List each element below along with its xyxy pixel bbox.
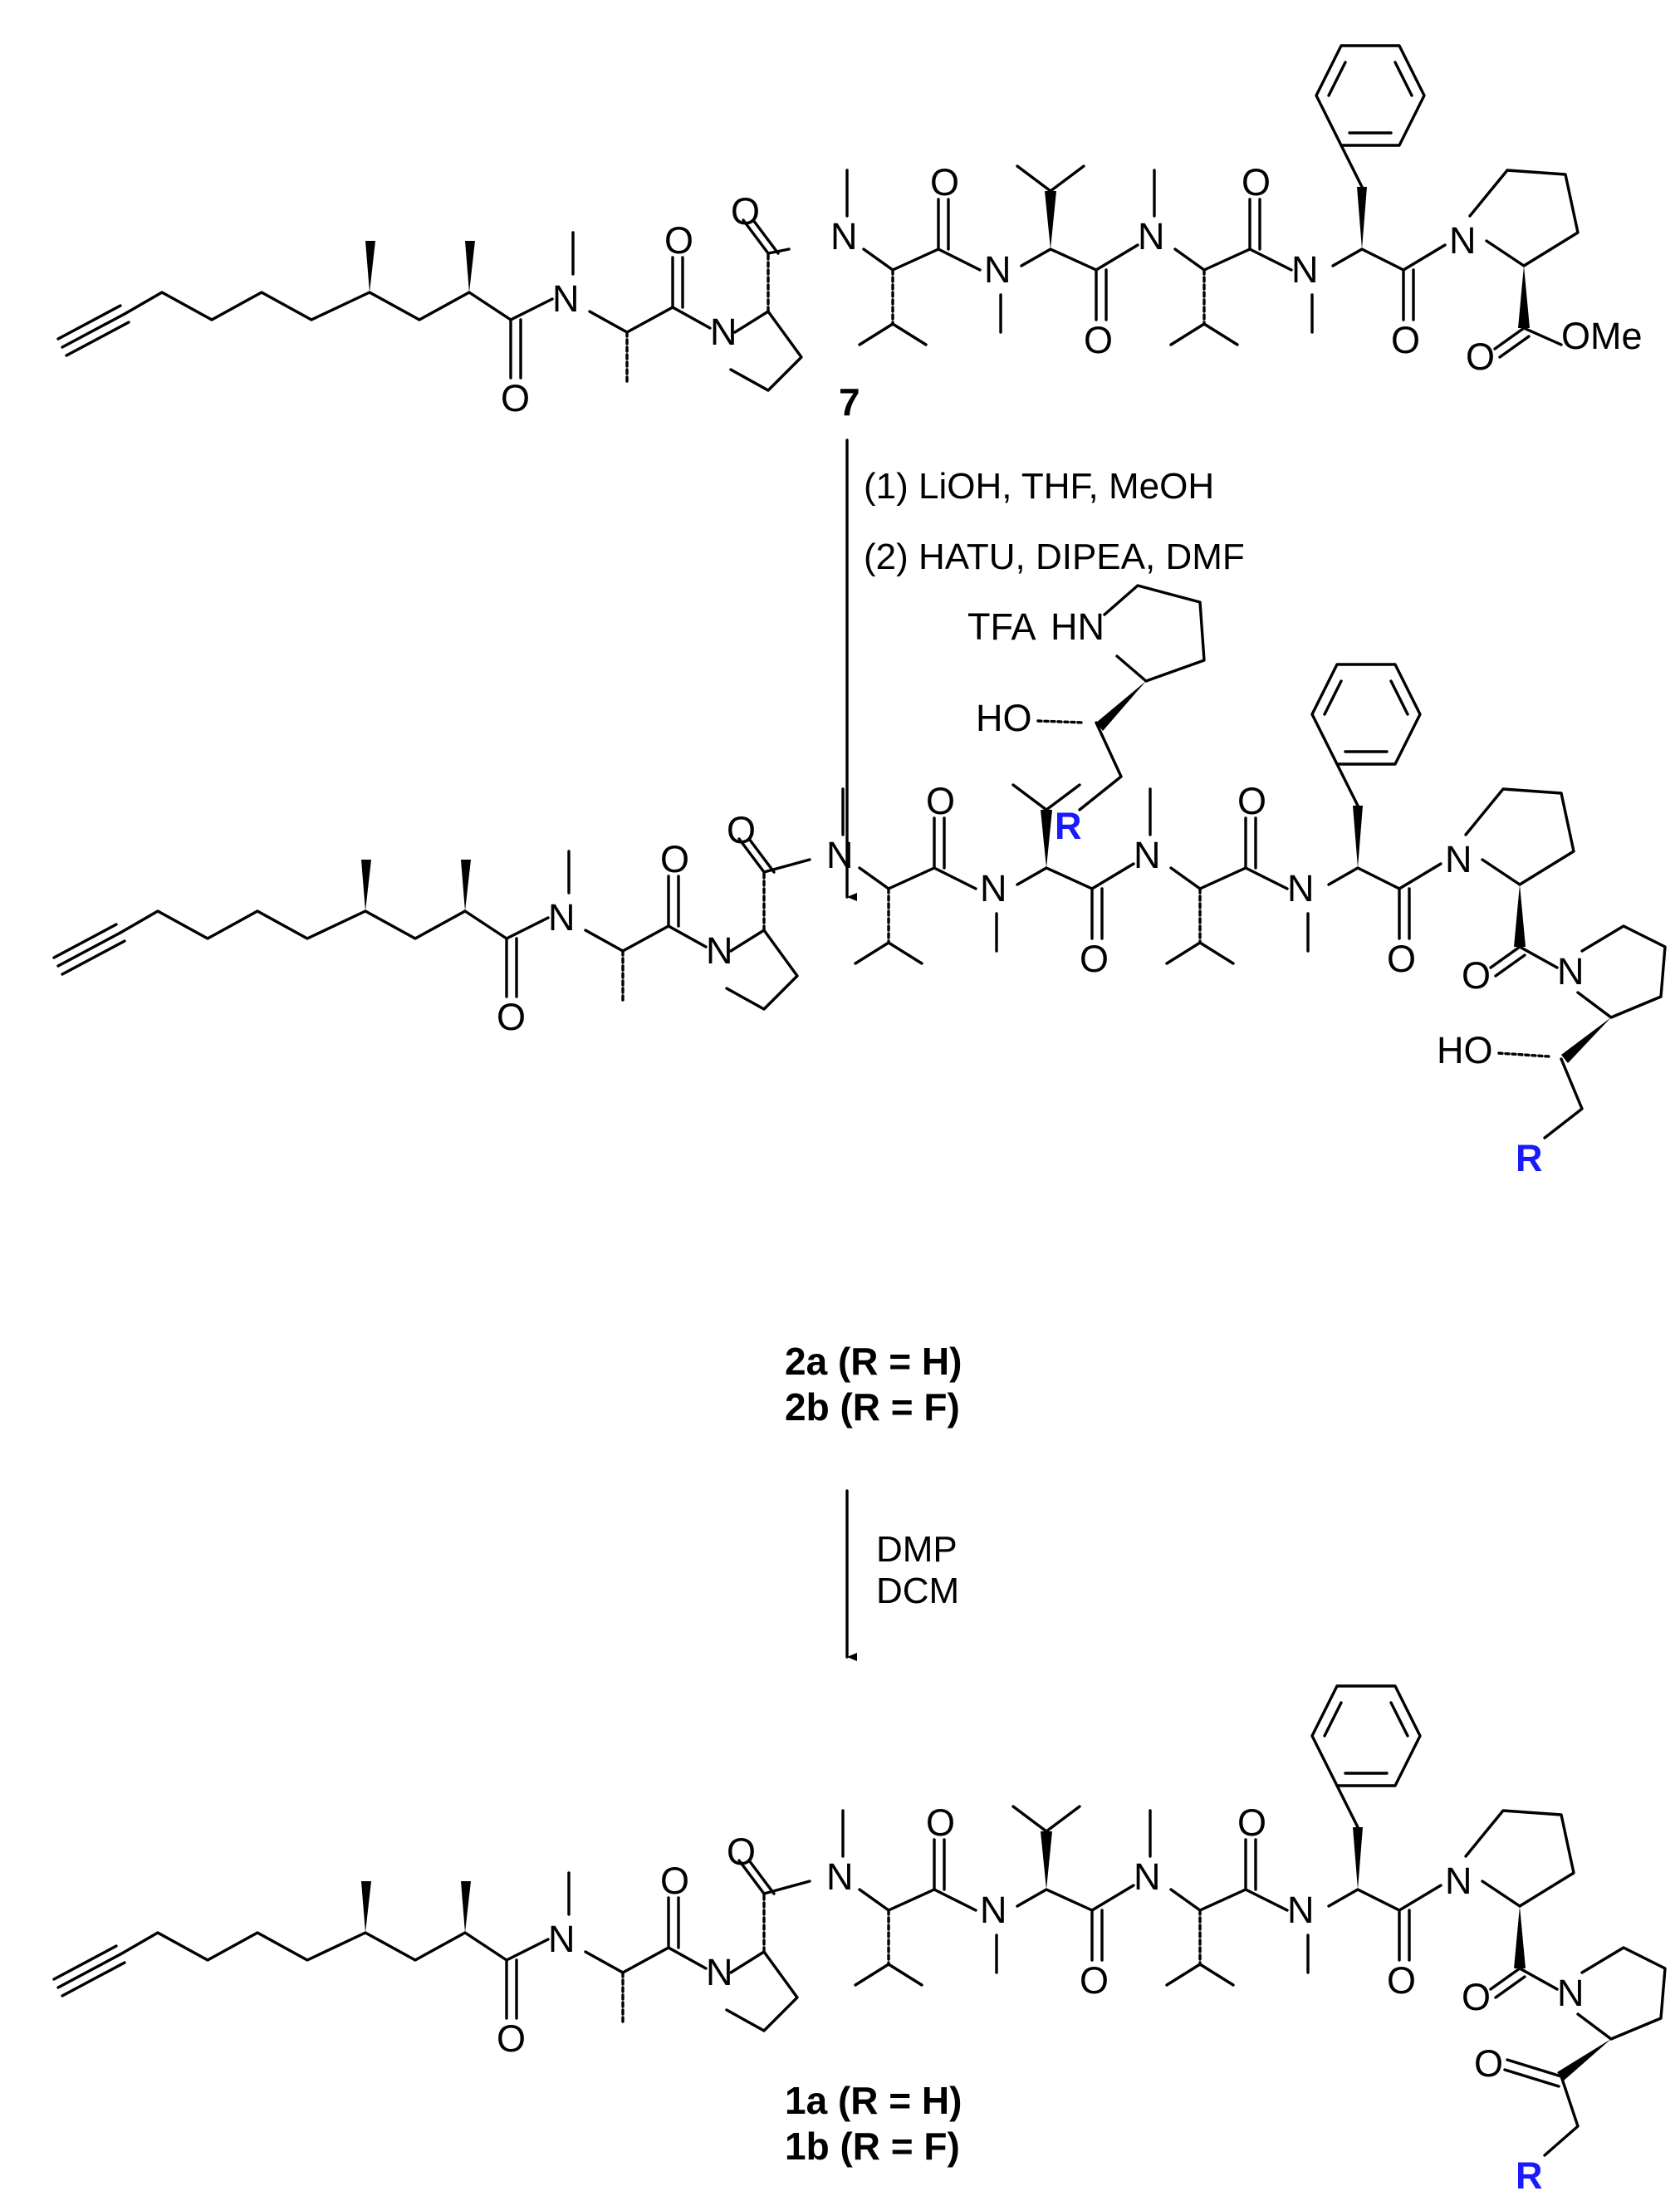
atom-N: N: [710, 311, 737, 353]
atom-N: N: [980, 867, 1007, 909]
atom-O: O: [1387, 1959, 1416, 2002]
atom-N: N: [980, 1889, 1007, 1931]
atom-N: N: [1445, 838, 1472, 880]
atom-O: O: [1242, 161, 1271, 203]
atom-O: O: [497, 996, 526, 1038]
atom-O: O: [1462, 954, 1491, 997]
atom-O: O: [731, 190, 760, 233]
atom-O: O: [1474, 2042, 1503, 2085]
prolinol-reagent-structure: TFA HN HO R: [967, 584, 1206, 847]
atom-N: N: [1287, 867, 1315, 909]
atom-N: N: [826, 1855, 854, 1898]
atom-O: O: [660, 838, 689, 880]
atom-O: O: [727, 1831, 756, 1873]
wedge-methyl-2: [465, 241, 475, 292]
atom-N: N: [706, 929, 733, 972]
atom-O: O: [1462, 1976, 1491, 2018]
atom-N: N: [826, 834, 854, 876]
compound-1b-label: 1b (R = F): [785, 2125, 960, 2168]
compound-2b-label: 2b (R = F): [785, 1385, 960, 1429]
atom-O: O: [1237, 1801, 1266, 1844]
atom-O: O: [930, 161, 959, 203]
atom-O: O: [727, 809, 756, 851]
atom-O: O: [926, 780, 955, 822]
atom-O: O: [926, 1801, 955, 1844]
reagent-salt: TFA: [967, 605, 1036, 648]
compound-2a-label: 2a (R = H): [785, 1340, 962, 1383]
atom-O: O: [660, 1860, 689, 1902]
atom-N: N: [706, 1951, 733, 1993]
atom-N: N: [552, 277, 580, 320]
atom-O: O: [1387, 938, 1416, 980]
atom-O: O: [1080, 1959, 1109, 2002]
atom-O: O: [501, 377, 530, 419]
compound-1-structure: O N O N O N O N O N: [52, 1684, 1667, 2191]
atom-N: N: [1445, 1860, 1472, 1902]
compound-1a-label: 1a (R = H): [785, 2079, 962, 2122]
atom-N: N: [1557, 950, 1584, 993]
atom-O: O: [1084, 319, 1113, 361]
atom-N: N: [1291, 248, 1319, 291]
step1-conditions-line1: (1) LiOH, THF, MeOH: [864, 466, 1214, 507]
atom-N: N: [1134, 1855, 1161, 1898]
atom-N: N: [984, 248, 1011, 291]
atom-O: O: [1237, 780, 1266, 822]
atom-N: N: [1557, 1972, 1584, 2014]
wedge-methyl-1: [365, 241, 375, 292]
atom-HO: HO: [976, 697, 1032, 739]
atom-N: N: [1138, 215, 1165, 257]
atom-OMe: OMe: [1561, 315, 1643, 357]
r-group: R: [1516, 1137, 1543, 1179]
atom-N: N: [1287, 1889, 1315, 1931]
r-group: R: [1055, 805, 1082, 847]
step1-conditions-line2: (2) HATU, DIPEA, DMF: [864, 537, 1245, 577]
atom-O: O: [1391, 319, 1420, 361]
atom-N: N: [830, 215, 858, 257]
atom-O: O: [1466, 336, 1495, 378]
atom-O: O: [1080, 938, 1109, 980]
compound-2-structure: O N O N O N O N O N: [52, 663, 1667, 1179]
atom-N: N: [1134, 834, 1161, 876]
compound-7-label: 7: [839, 380, 860, 424]
atom-O: O: [497, 2017, 526, 2060]
atom-HO: HO: [1437, 1029, 1493, 1071]
atom-N: N: [548, 1918, 576, 1960]
step2-conditions-line1: DMP: [876, 1529, 958, 1570]
atom-O: O: [664, 219, 693, 262]
compound-7-structure: O N O N O N O N O N: [56, 44, 1643, 419]
atom-N: N: [1449, 219, 1477, 262]
atom-N: N: [548, 896, 576, 939]
step2-conditions-line2: DCM: [876, 1571, 959, 1611]
reagent-nh: HN: [1051, 605, 1104, 648]
r-group: R: [1516, 2154, 1543, 2191]
